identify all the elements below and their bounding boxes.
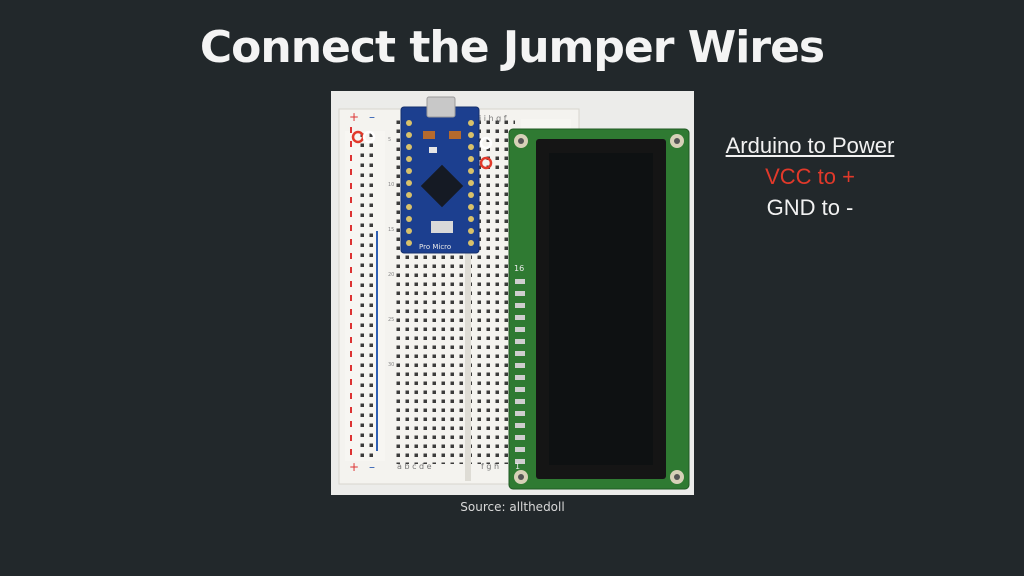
rail-minus-label-bottom: – xyxy=(369,460,375,474)
rail-plus-label: + xyxy=(349,110,359,124)
breadboard-illustration: 5 10 15 20 25 30 + – + – j i h g f a b c d e… xyxy=(331,91,694,495)
svg-text:15: 15 xyxy=(388,227,394,233)
column-letters-top: j i h g f xyxy=(478,114,507,123)
usb-connector xyxy=(426,96,456,118)
column-letters-bottom-right: f g h xyxy=(481,462,499,471)
microcontroller-chip xyxy=(420,164,464,208)
svg-text:20: 20 xyxy=(388,272,394,278)
column-letters-bottom-left: a b c d e xyxy=(397,462,432,471)
gnd-instruction: GND to - xyxy=(766,195,854,220)
wiring-notes: Arduino to Power VCC to + GND to - xyxy=(690,130,930,223)
lcd-pin-1-label: 1 xyxy=(515,462,520,471)
gnd-pin-marker xyxy=(479,136,493,150)
notes-heading: Arduino to Power xyxy=(725,133,895,158)
svg-text:30: 30 xyxy=(388,362,394,368)
gnd-rail-marker xyxy=(362,130,376,144)
breadboard-photo: 5 10 15 20 25 30 + – + – j i h g f a b c d e… xyxy=(331,91,694,495)
vcc-instruction: VCC to + xyxy=(765,164,855,189)
rail-plus-label-bottom: + xyxy=(349,460,359,474)
svg-text:25: 25 xyxy=(388,317,394,323)
lcd-module: 16 1 xyxy=(508,128,690,490)
pro-micro-board: Pro Micro xyxy=(400,96,480,254)
svg-text:10: 10 xyxy=(388,182,394,188)
vcc-pin-marker xyxy=(479,156,493,170)
svg-text:5: 5 xyxy=(388,137,391,143)
board-label: Pro Micro xyxy=(419,243,451,251)
rail-minus-label: – xyxy=(369,110,375,124)
crystal xyxy=(431,221,453,233)
image-source-caption: Source: allthedoll xyxy=(460,500,565,514)
lcd-pin-16-label: 16 xyxy=(514,264,524,273)
slide-title: Connect the Jumper Wires xyxy=(199,22,825,73)
